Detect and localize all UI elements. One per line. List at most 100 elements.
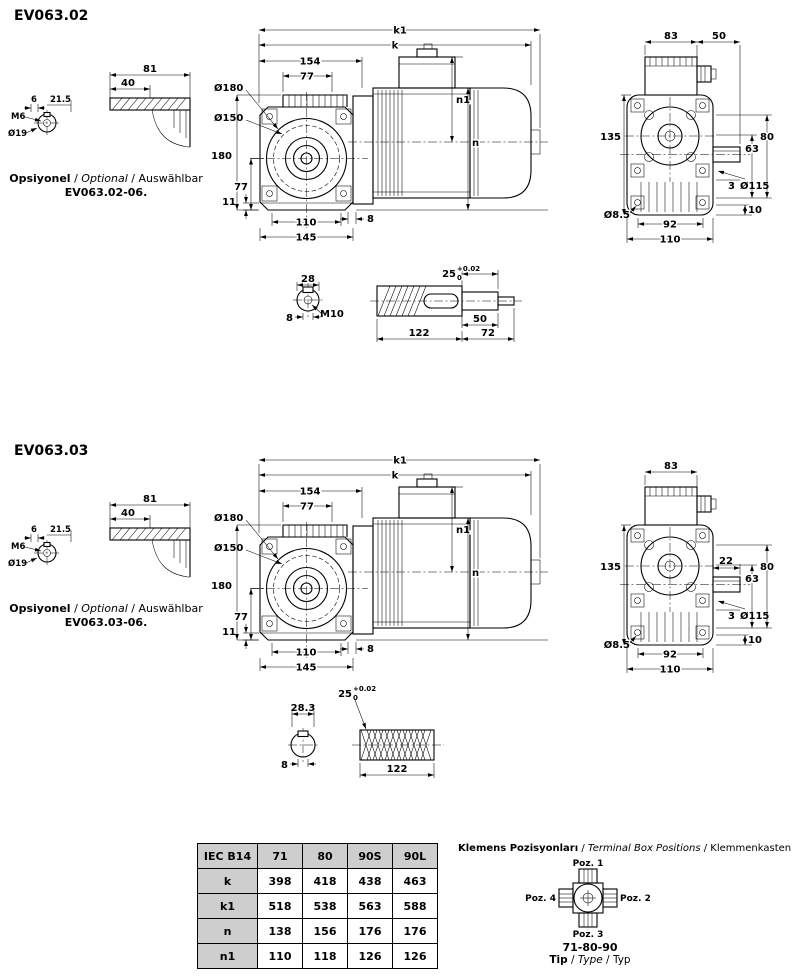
dim-label-77-left: 77 bbox=[234, 182, 248, 193]
cell: 463 bbox=[392, 868, 438, 894]
dim-label-n: n bbox=[472, 568, 479, 579]
dim-label-135: 135 bbox=[600, 562, 621, 573]
table-header-80: 80 bbox=[302, 843, 348, 869]
dim-label-154: 154 bbox=[300, 57, 321, 68]
dim-label-8-key: 8 bbox=[281, 760, 288, 771]
separator: / bbox=[700, 843, 711, 854]
dim-label-m6: M6 bbox=[11, 542, 25, 552]
dim-label-8: 8 bbox=[367, 644, 374, 655]
terminal-model-label: 71-80-90 bbox=[562, 941, 618, 954]
terminal-title-tr: Klemens Pozisyonları bbox=[458, 843, 579, 854]
dim-label-21-5: 21.5 bbox=[50, 95, 71, 105]
cell: 176 bbox=[347, 918, 393, 944]
separator: / bbox=[578, 843, 588, 854]
dim-label-dia8-5: Ø8.5 bbox=[604, 209, 630, 221]
optional-word-de: Auswählbar bbox=[138, 172, 203, 185]
terminal-box-side bbox=[644, 56, 698, 96]
dim-label-n: n bbox=[472, 138, 479, 149]
cell: 398 bbox=[257, 868, 303, 894]
optional-shaft-end-detail: M6 6 21.5 Ø19 bbox=[8, 95, 72, 139]
output-flange-circle bbox=[265, 547, 348, 630]
table-row-n: n 138 156 176 176 bbox=[197, 918, 438, 944]
output-shaft-detail-1: 28 M10 8 25 +0.02 0 50 122 7 bbox=[286, 264, 522, 342]
gearbox-housing bbox=[259, 536, 354, 641]
optional-code: EV063.03-06. bbox=[64, 615, 148, 629]
cable-gland bbox=[696, 495, 712, 513]
dim-label-dia8-5: Ø8.5 bbox=[604, 639, 630, 651]
optional-caption-1: Opsiyonel / Optional / Auswählbar EV063.… bbox=[6, 172, 206, 200]
table-header-90s: 90S bbox=[347, 843, 393, 869]
dim-label-80: 80 bbox=[760, 132, 774, 143]
dim-label-92: 92 bbox=[663, 650, 677, 661]
motor-fan-cowl bbox=[470, 517, 532, 629]
optional-word-en: Optional bbox=[81, 602, 128, 615]
mounting-flange-detail: 81 40 bbox=[109, 64, 191, 148]
dim-label-25: 25 bbox=[442, 269, 456, 280]
dim-label-dia115: Ø115 bbox=[740, 610, 769, 622]
dim-label-135: 135 bbox=[600, 132, 621, 143]
dim-label-40: 40 bbox=[121, 508, 135, 519]
optional-shaft-end-detail: M6 6 21.5 Ø19 bbox=[8, 525, 72, 569]
dim-label-k1: k1 bbox=[393, 26, 407, 37]
poz-4-label: Poz. 4 bbox=[525, 894, 556, 904]
dim-label-22: 22 bbox=[719, 556, 733, 567]
terminal-title-en: Terminal Box Positions bbox=[587, 843, 701, 854]
terminal-box bbox=[398, 56, 456, 89]
separator: / bbox=[70, 602, 82, 615]
dim-label-180: 180 bbox=[211, 581, 232, 592]
optional-line-1: Opsiyonel / Optional / Auswählbar bbox=[6, 602, 206, 616]
dim-label-83: 83 bbox=[664, 461, 678, 472]
dim-label-63: 63 bbox=[745, 574, 759, 585]
dim-label-81: 81 bbox=[143, 64, 157, 75]
dim-label-21-5: 21.5 bbox=[50, 525, 71, 535]
table-row-k1: k1 518 538 563 588 bbox=[197, 893, 438, 919]
dimension-table: IEC B14 71 80 90S 90L k 398 418 438 463 … bbox=[197, 843, 438, 969]
row-label: k bbox=[197, 868, 258, 894]
side-view-drawing: 83 bbox=[599, 461, 776, 677]
dim-label-3: 3 bbox=[728, 611, 735, 622]
dim-label-77-top: 77 bbox=[300, 502, 314, 513]
poz-3-label: Poz. 3 bbox=[573, 930, 604, 940]
separator: / bbox=[602, 954, 613, 966]
terminal-box-title: Klemens Pozisyonları / Terminal Box Posi… bbox=[458, 843, 791, 854]
dim-tol-lo: 0 bbox=[457, 274, 462, 282]
optional-code: EV063.02-06. bbox=[64, 185, 148, 199]
cell: 518 bbox=[257, 893, 303, 919]
front-view-drawing: k1 k 154 77 Ø180 Ø150 180 77 11 110 145 bbox=[211, 24, 548, 245]
type-word-en: Type bbox=[577, 954, 603, 966]
cell: 563 bbox=[347, 893, 393, 919]
dim-label-77-left: 77 bbox=[234, 612, 248, 623]
dim-label-dia19: Ø19 bbox=[8, 558, 27, 569]
table-row-n1: n1 110 118 126 126 bbox=[197, 943, 438, 969]
cell: 110 bbox=[257, 943, 303, 969]
cell: 418 bbox=[302, 868, 348, 894]
motor-flange bbox=[352, 95, 374, 205]
section1-drawing: M6 6 21.5 Ø19 81 40 bbox=[8, 24, 776, 342]
cable-gland bbox=[696, 65, 712, 83]
dim-label-154: 154 bbox=[300, 487, 321, 498]
terminal-box-side bbox=[644, 486, 698, 526]
dim-label-122: 122 bbox=[387, 764, 408, 775]
front-view-drawing: k1 k 154 77 Ø180 Ø150 180 77 11 110 145 bbox=[211, 454, 548, 675]
dim-label-25: 25 bbox=[338, 689, 352, 700]
side-view-drawing: 83 50 bbox=[599, 31, 776, 247]
cell: 156 bbox=[302, 918, 348, 944]
cell: 126 bbox=[392, 943, 438, 969]
dim-label-72: 72 bbox=[481, 328, 495, 339]
cell: 118 bbox=[302, 943, 348, 969]
dim-label-81: 81 bbox=[143, 494, 157, 505]
dim-label-dia180: Ø180 bbox=[214, 512, 243, 524]
type-word-tr: Tip bbox=[549, 954, 568, 966]
dim-label-77-top: 77 bbox=[300, 72, 314, 83]
dim-label-50-shaft: 50 bbox=[473, 314, 487, 325]
cell: 538 bbox=[302, 893, 348, 919]
dim-tol-hi: +0.02 bbox=[353, 685, 376, 693]
optional-word-de: Auswählbar bbox=[138, 602, 203, 615]
terminal-box bbox=[398, 486, 456, 519]
dim-label-3: 3 bbox=[728, 181, 735, 192]
dim-label-dia115: Ø115 bbox=[740, 180, 769, 192]
row-label: k1 bbox=[197, 893, 258, 919]
table-header-90l: 90L bbox=[392, 843, 438, 869]
dim-label-11: 11 bbox=[222, 627, 236, 638]
dim-label-k1: k1 bbox=[393, 456, 407, 467]
